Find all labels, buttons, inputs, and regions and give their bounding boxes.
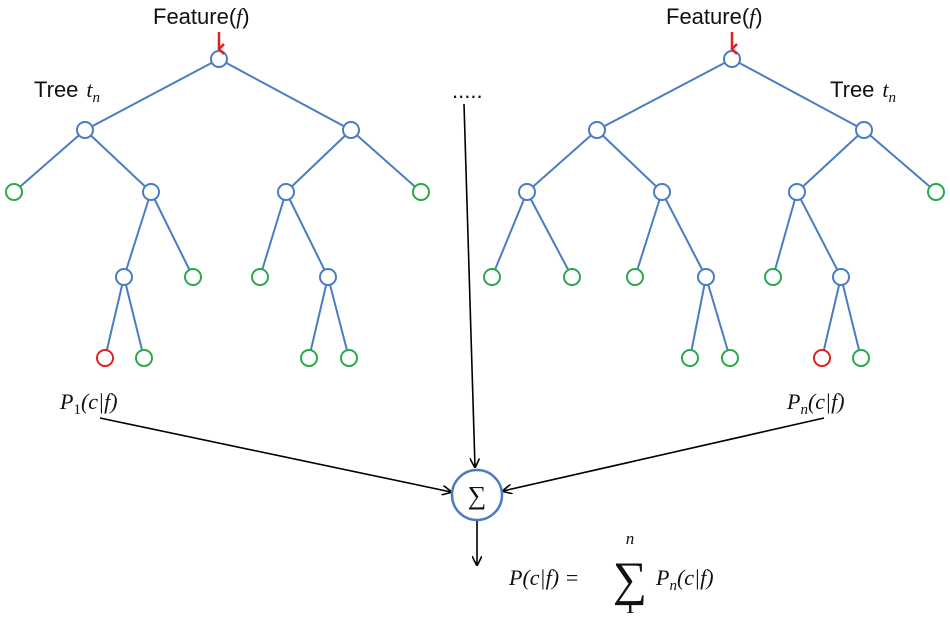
left-leaf-node bbox=[251, 268, 269, 286]
right-probability-label: Pn(c|f) bbox=[786, 389, 845, 418]
left-internal-node bbox=[115, 268, 133, 286]
right-internal-node bbox=[653, 183, 671, 201]
left-internal-node bbox=[142, 183, 160, 201]
right-internal-node bbox=[518, 183, 536, 201]
right-leaf-node bbox=[852, 349, 870, 367]
right-internal-node bbox=[788, 183, 806, 201]
right-leaf-node bbox=[721, 349, 739, 367]
formula-upper-limit: n bbox=[626, 529, 635, 548]
right-leaf-node bbox=[927, 183, 945, 201]
right-leaf-node bbox=[563, 268, 581, 286]
right-internal-node bbox=[832, 268, 850, 286]
right-leaf-node bbox=[764, 268, 782, 286]
left-probability-label: P1(c|f) bbox=[59, 389, 118, 418]
right-internal-node bbox=[855, 121, 873, 139]
left-leaf-node bbox=[412, 183, 430, 201]
left-leaf-node bbox=[5, 183, 23, 201]
left-leaf-node bbox=[135, 349, 153, 367]
middle-connector-arrow bbox=[463, 103, 475, 467]
right-connector-arrow bbox=[503, 417, 825, 491]
left-internal-node bbox=[319, 268, 337, 286]
left-leaf-node bbox=[300, 349, 318, 367]
left-leaf-node bbox=[340, 349, 358, 367]
right-internal-node bbox=[697, 268, 715, 286]
right-leaf-node bbox=[681, 349, 699, 367]
right-internal-node bbox=[588, 121, 606, 139]
right-selected-leaf-node bbox=[813, 349, 831, 367]
formula-lower-limit: 1 bbox=[626, 598, 635, 617]
left-leaf-node bbox=[184, 268, 202, 286]
left-tree-edges bbox=[13, 58, 422, 359]
right-feature-label: Feature(f) bbox=[666, 4, 763, 29]
left-internal-node bbox=[277, 183, 295, 201]
formula-lhs: P(c|f) = bbox=[508, 565, 579, 590]
left-internal-node bbox=[76, 121, 94, 139]
left-selected-leaf-node bbox=[96, 349, 114, 367]
right-tree-edges bbox=[491, 58, 937, 359]
summation-node bbox=[450, 468, 504, 522]
formula-sigma: ∑ bbox=[613, 553, 647, 606]
right-leaf-node bbox=[626, 268, 644, 286]
right-leaf-node bbox=[483, 268, 501, 286]
formula-term: Pn(c|f) bbox=[655, 565, 714, 594]
left-internal-node bbox=[342, 121, 360, 139]
left-connector-arrow bbox=[99, 417, 451, 492]
ellipsis-label: ..... bbox=[452, 78, 483, 103]
aggregate-formula: P(c|f) = ∑ n 1 Pn(c|f) bbox=[508, 529, 714, 617]
right-root-node bbox=[723, 50, 741, 68]
left-feature-label: Feature(f) bbox=[153, 4, 250, 29]
left-root-node bbox=[210, 50, 228, 68]
summation-symbol: ∑ bbox=[468, 481, 487, 510]
